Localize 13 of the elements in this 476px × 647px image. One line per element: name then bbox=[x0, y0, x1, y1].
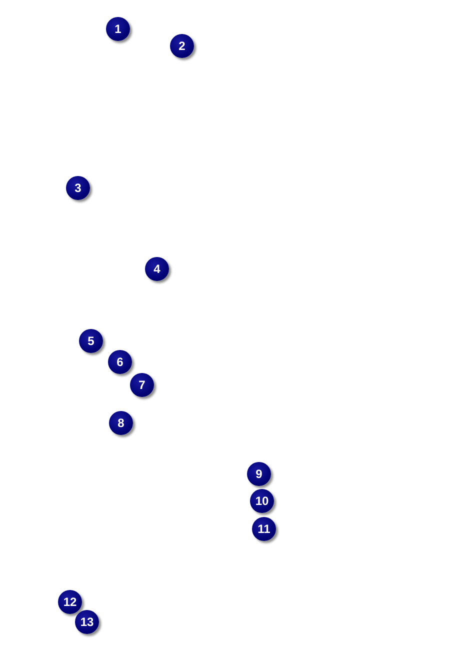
callout-number: 6 bbox=[108, 350, 132, 374]
callout-number: 1 bbox=[106, 17, 130, 41]
callout-number: 5 bbox=[79, 329, 103, 353]
callout-number: 11 bbox=[252, 517, 276, 541]
callout-number: 13 bbox=[75, 610, 99, 634]
callout-number: 8 bbox=[109, 411, 133, 435]
callout-number: 7 bbox=[130, 373, 154, 397]
callout-number: 9 bbox=[247, 462, 271, 486]
callout-number: 12 bbox=[58, 590, 82, 614]
callout-number: 3 bbox=[66, 176, 90, 200]
callout-number: 2 bbox=[170, 34, 194, 58]
callout-number: 4 bbox=[145, 257, 169, 281]
callout-number: 10 bbox=[250, 489, 274, 513]
